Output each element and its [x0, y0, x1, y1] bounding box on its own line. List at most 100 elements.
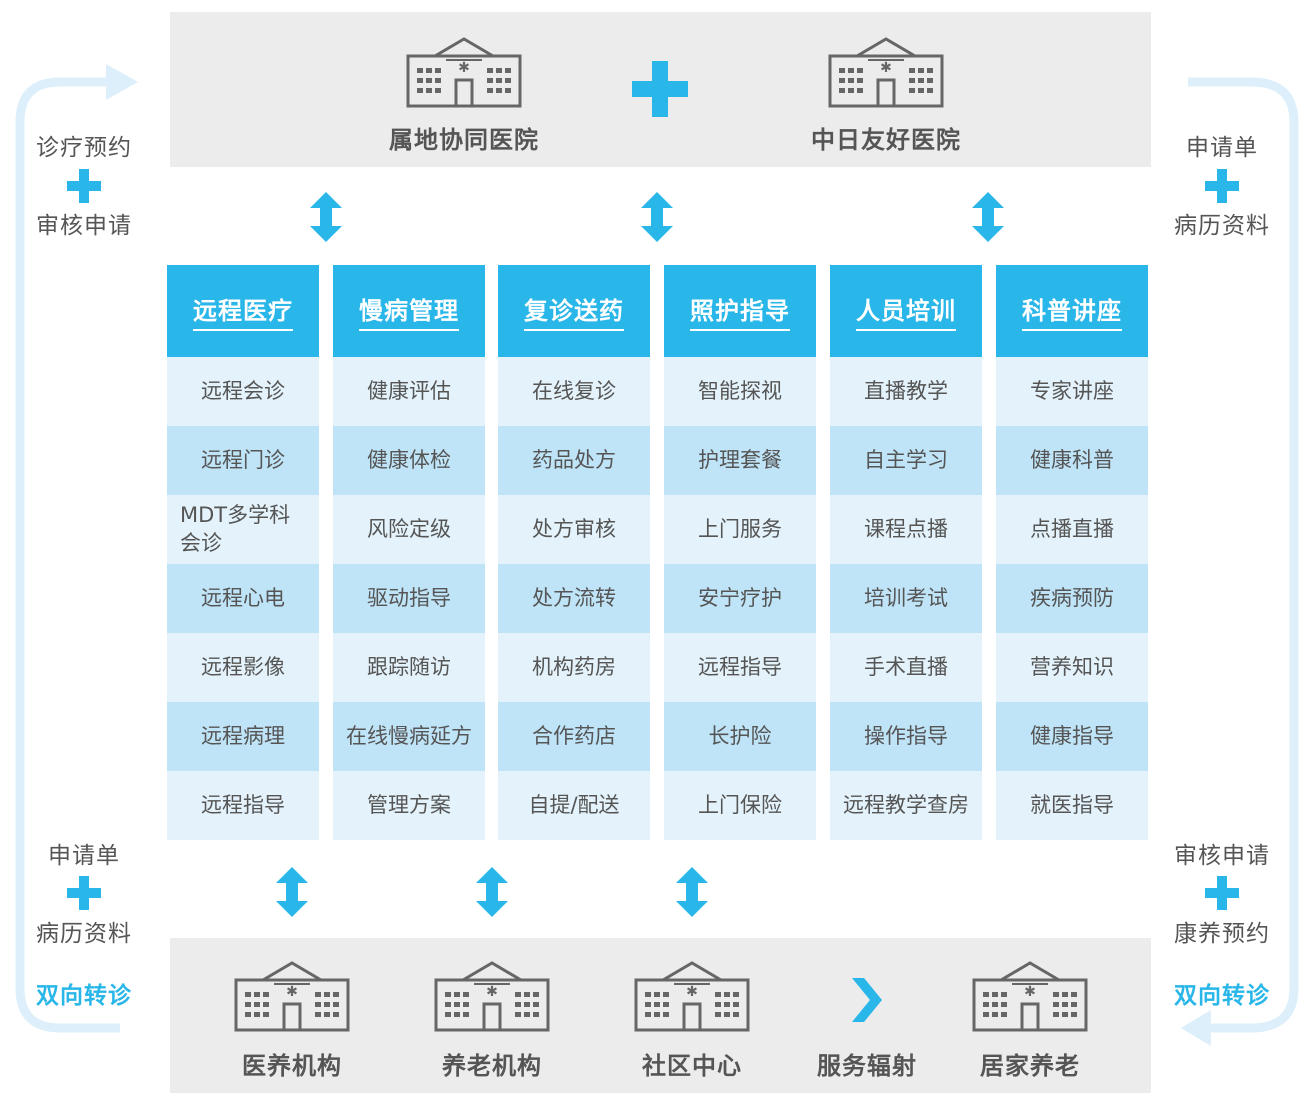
- left-loop-arrow-icon: [15, 64, 138, 1033]
- institution-building: ✱: [233, 960, 351, 1032]
- service-item: 培训考试: [830, 564, 982, 633]
- service-item: 操作指导: [830, 702, 982, 771]
- service-item-label: 健康评估: [367, 378, 451, 403]
- service-item-label: 合作药店: [532, 723, 616, 748]
- service-item-label: 健康指导: [1030, 723, 1114, 748]
- service-item-label: 手术直播: [864, 654, 948, 679]
- column-header: 科普讲座: [996, 265, 1148, 357]
- service-item-label: 直播教学: [864, 378, 948, 403]
- service-item-label: 机构药房: [532, 654, 616, 679]
- left-top-label-1: 诊疗预约: [36, 135, 132, 161]
- service-item-label: 安宁疗护: [698, 585, 782, 610]
- service-item-label: 远程影像: [201, 654, 285, 679]
- service-column: 复诊送药在线复诊药品处方处方审核处方流转机构药房合作药店自提/配送: [498, 265, 650, 840]
- service-item-label: 营养知识: [1030, 654, 1114, 679]
- service-item: 自提/配送: [498, 771, 650, 840]
- service-item: 上门保险: [664, 771, 816, 840]
- plus-icon: [67, 169, 101, 203]
- double-arrow-icon: [972, 192, 1004, 242]
- service-item: 远程指导: [167, 771, 319, 840]
- chevron-right-icon: [852, 978, 882, 1026]
- service-item-label: 风险定级: [367, 516, 451, 541]
- service-item: 手术直播: [830, 633, 982, 702]
- service-item: 健康体检: [333, 426, 485, 495]
- service-column: 人员培训直播教学自主学习课程点播培训考试手术直播操作指导远程教学查房: [830, 265, 982, 840]
- service-item-label: 远程指导: [201, 792, 285, 817]
- column-title: 照护指导: [690, 291, 790, 331]
- service-item-label: 长护险: [708, 723, 772, 748]
- institution-label: 社区中心: [642, 1052, 742, 1080]
- service-item-label: 处方审核: [532, 516, 616, 541]
- service-item: 管理方案: [333, 771, 485, 840]
- service-item-label: 课程点播: [864, 516, 948, 541]
- column-header: 复诊送药: [498, 265, 650, 357]
- double-arrow-icon: [676, 867, 708, 917]
- service-item: 远程指导: [664, 633, 816, 702]
- service-item-label: 护理套餐: [698, 447, 782, 472]
- service-item: 健康指导: [996, 702, 1148, 771]
- service-item-label: MDT多学科会诊: [180, 503, 291, 555]
- hospital-right: ✱ 中日友好医院: [766, 36, 1006, 155]
- institution-building: ✱: [433, 960, 551, 1032]
- service-item: MDT多学科会诊: [167, 495, 319, 564]
- service-item: 上门服务: [664, 495, 816, 564]
- service-item: 驱动指导: [333, 564, 485, 633]
- column-header: 慢病管理: [333, 265, 485, 357]
- svg-text:✱: ✱: [486, 984, 498, 1000]
- svg-text:✱: ✱: [458, 60, 470, 76]
- service-item-label: 远程会诊: [201, 378, 285, 403]
- service-item-label: 健康科普: [1030, 447, 1114, 472]
- service-item-label: 药品处方: [532, 447, 616, 472]
- institution-label: 居家养老: [980, 1052, 1080, 1080]
- hospital-left: ✱ 属地协同医院: [344, 36, 584, 155]
- service-item: 处方审核: [498, 495, 650, 564]
- service-item: 课程点播: [830, 495, 982, 564]
- service-item: 直播教学: [830, 357, 982, 426]
- column-title: 远程医疗: [193, 291, 293, 331]
- svg-text:✱: ✱: [880, 60, 892, 76]
- service-item: 远程病理: [167, 702, 319, 771]
- column-header: 人员培训: [830, 265, 982, 357]
- institution-label: 养老机构: [442, 1052, 542, 1080]
- plus-icon: [632, 61, 688, 117]
- right-bottom-referral: 双向转诊: [1174, 983, 1270, 1009]
- service-item-label: 远程门诊: [201, 447, 285, 472]
- institution-label: 医养机构: [242, 1052, 342, 1080]
- service-item: 药品处方: [498, 426, 650, 495]
- institution-building: ✱: [633, 960, 751, 1032]
- service-item: 在线慢病延方: [333, 702, 485, 771]
- service-item-label: 在线慢病延方: [346, 723, 472, 748]
- service-item-label: 上门保险: [698, 792, 782, 817]
- service-item-label: 管理方案: [367, 792, 451, 817]
- left-top-label-2: 审核申请: [36, 213, 132, 239]
- service-item-label: 疾病预防: [1030, 585, 1114, 610]
- service-item-label: 自提/配送: [528, 792, 620, 817]
- service-item-label: 操作指导: [864, 723, 948, 748]
- service-item-label: 健康体检: [367, 447, 451, 472]
- service-item: 自主学习: [830, 426, 982, 495]
- column-title: 复诊送药: [524, 291, 624, 331]
- service-column: 远程医疗远程会诊远程门诊 MDT多学科会诊远程心电远程影像远程病理远程指导: [167, 265, 319, 840]
- left-bottom-label-1: 申请单: [48, 843, 120, 869]
- service-item: 跟踪随访: [333, 633, 485, 702]
- hospital-left-name: 属地协同医院: [389, 126, 539, 154]
- building-icon: ✱: [972, 961, 1088, 1032]
- service-item: 远程心电: [167, 564, 319, 633]
- service-item: 就医指导: [996, 771, 1148, 840]
- service-item-label: 培训考试: [864, 585, 948, 610]
- hospital-right-name: 中日友好医院: [811, 126, 961, 154]
- svg-text:✱: ✱: [286, 984, 298, 1000]
- institution-label: 服务辐射: [817, 1052, 917, 1080]
- service-item-label: 跟踪随访: [367, 654, 451, 679]
- double-arrow-icon: [310, 192, 342, 242]
- right-bottom-label-2: 康养预约: [1174, 921, 1270, 947]
- right-loop-arrow-icon: [1181, 77, 1299, 1046]
- service-item-label: 就医指导: [1030, 792, 1114, 817]
- service-item-label: 驱动指导: [367, 585, 451, 610]
- service-item: 智能探视: [664, 357, 816, 426]
- building-icon: ✱: [634, 961, 750, 1032]
- service-item: 健康科普: [996, 426, 1148, 495]
- plus-icon: [1205, 169, 1239, 203]
- service-item: 在线复诊: [498, 357, 650, 426]
- service-item-label: 远程指导: [698, 654, 782, 679]
